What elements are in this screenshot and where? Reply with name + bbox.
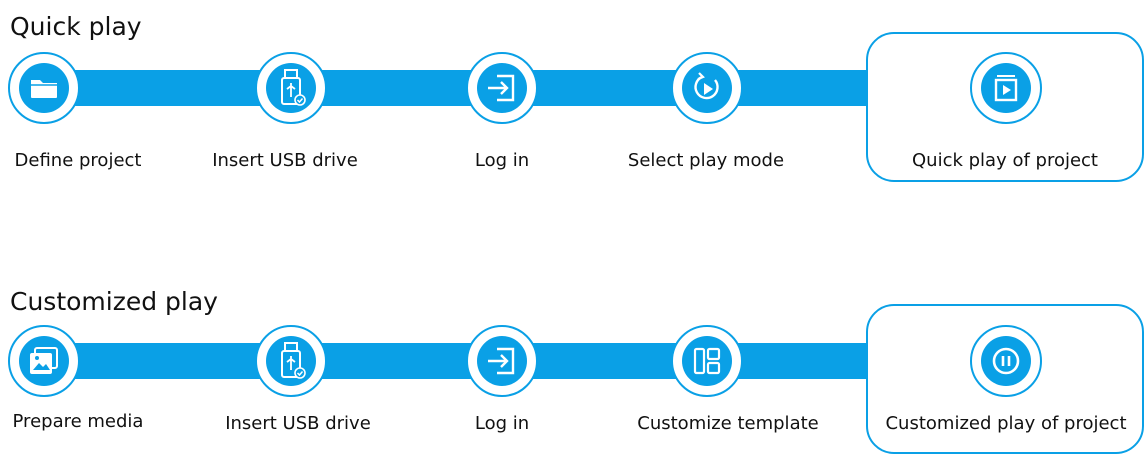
customized-play-connector-bar	[30, 343, 880, 379]
usb-drive-icon	[266, 336, 316, 386]
step-label-log-in-2: Log in	[474, 413, 530, 434]
step-insert-usb-node	[255, 52, 327, 124]
step-label-prepare-media: Prepare media	[12, 411, 144, 432]
usb-drive-icon	[266, 63, 316, 113]
login-icon	[477, 63, 527, 113]
step-prepare-media-node	[8, 325, 80, 397]
step-customized-play-node	[970, 325, 1042, 397]
step-insert-usb-node-2	[255, 325, 327, 397]
pause-circle-icon	[981, 336, 1031, 386]
step-label-quick-play: Quick play of project	[912, 150, 1098, 171]
step-label-insert-usb-2: Insert USB drive	[225, 413, 371, 434]
play-mode-icon	[682, 63, 732, 113]
step-log-in-node	[466, 52, 538, 124]
step-label-customized-play: Customized play of project	[885, 413, 1127, 434]
step-label-log-in: Log in	[474, 150, 530, 171]
customized-play-title: Customized play	[10, 287, 218, 316]
step-customize-template-node	[671, 325, 743, 397]
template-icon	[682, 336, 732, 386]
step-define-project-node	[8, 52, 80, 124]
step-label-define-project: Define project	[14, 150, 142, 171]
step-log-in-node-2	[466, 325, 538, 397]
play-window-icon	[981, 63, 1031, 113]
quick-play-connector-bar	[30, 70, 880, 106]
folder-icon	[19, 63, 69, 113]
media-icon	[19, 336, 69, 386]
step-label-insert-usb: Insert USB drive	[212, 150, 358, 171]
step-label-select-play-mode: Select play mode	[627, 150, 785, 171]
quick-play-title: Quick play	[10, 12, 142, 41]
step-quick-play-node	[970, 52, 1042, 124]
step-label-customize-template: Customize template	[637, 413, 819, 434]
step-select-play-mode-node	[671, 52, 743, 124]
login-icon	[477, 336, 527, 386]
